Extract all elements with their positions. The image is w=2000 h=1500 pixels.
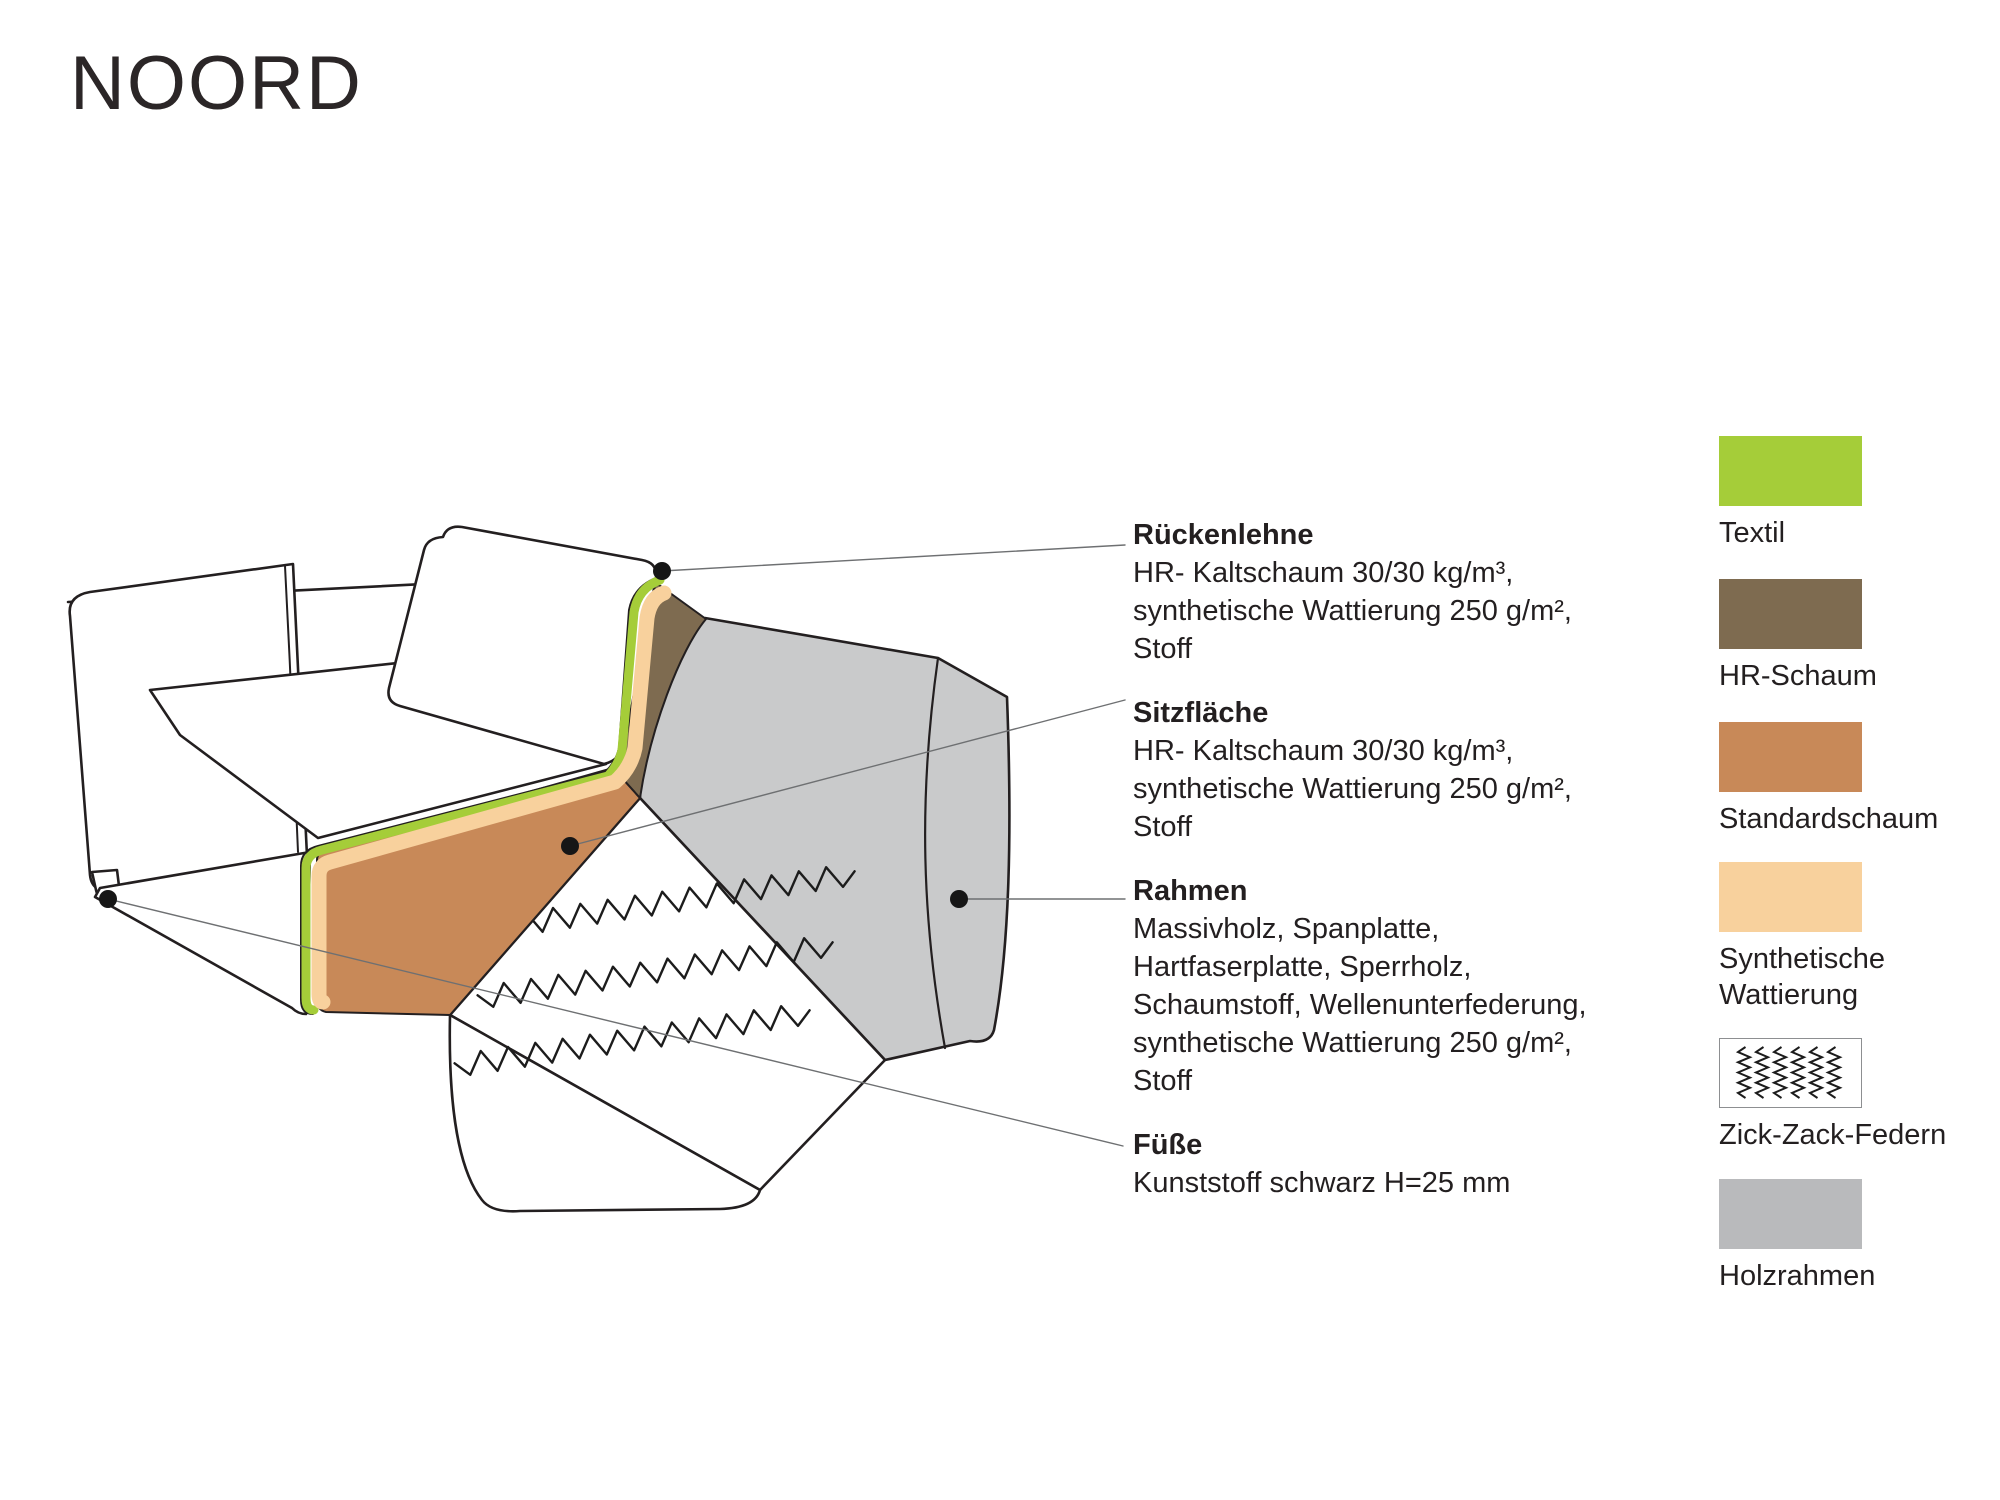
leader-lines (107, 544, 1126, 1147)
annotation-line: Hartfaserplatte, Sperrholz, (1133, 951, 1472, 983)
legend-label: Textil (1719, 517, 1786, 549)
dot-rahmen (950, 890, 968, 908)
annotation-fuesse: Füße Kunststoff schwarz H=25 mm (1133, 1126, 1613, 1202)
annotation-heading: Rückenlehne (1133, 519, 1314, 551)
legend-item-hr-schaum: HR-Schaum (1719, 579, 1979, 694)
annotation-heading: Füße (1133, 1129, 1203, 1161)
hr-schaum-swatch (1719, 579, 1862, 649)
annotation-column: Rückenlehne HR- Kaltschaum 30/30 kg/m³, … (1133, 516, 1613, 1228)
annotation-line: HR- Kaltschaum 30/30 kg/m³, (1133, 735, 1514, 767)
legend-label: Synthetische Wattierung (1719, 943, 1886, 1011)
legend-item-standardschaum: Standardschaum (1719, 722, 1979, 837)
legend-label: Zick-Zack-Federn (1719, 1119, 1947, 1151)
textile-layer (301, 575, 665, 1015)
standardschaum-swatch (1719, 722, 1862, 792)
callout-dots (99, 562, 968, 908)
seat-front-face (93, 850, 312, 1016)
legend-item-zick-zack-federn: Zick-Zack-Federn (1719, 1038, 1979, 1153)
annotation-heading: Rahmen (1133, 875, 1248, 907)
legend-label: Holzrahmen (1719, 1260, 1876, 1292)
annotation-line: HR- Kaltschaum 30/30 kg/m³, (1133, 557, 1514, 589)
annotation-line: Schaumstoff, Wellenunterfederung, (1133, 989, 1587, 1021)
zigzag-springs (453, 866, 856, 1076)
annotation-line: synthetische Wattierung 250 g/m², (1133, 1027, 1572, 1059)
zigzag-swatch (1719, 1038, 1862, 1108)
annotation-line: Stoff (1133, 811, 1193, 843)
legend-item-textil: Textil (1719, 436, 1979, 551)
sofa-cutaway-illustration (66, 525, 1126, 1213)
legend-label: HR-Schaum (1719, 660, 1877, 692)
page-title: NOORD (70, 41, 363, 126)
annotation-line: synthetische Wattierung 250 g/m², (1133, 595, 1572, 627)
annotation-line: Stoff (1133, 633, 1193, 665)
dot-rueckenlehne (653, 562, 671, 580)
textil-swatch (1719, 436, 1862, 506)
annotation-line: Massivholz, Spanplatte, (1133, 913, 1440, 945)
legend-item-wattierung: Synthetische Wattierung (1719, 862, 1979, 1013)
cut-edge-outline (300, 575, 663, 1015)
annotation-heading: Sitzfläche (1133, 697, 1269, 729)
annotation-sitzflaeche: Sitzfläche HR- Kaltschaum 30/30 kg/m³, s… (1133, 694, 1613, 846)
zigzag-pattern (1735, 1046, 1843, 1099)
annotation-line: Stoff (1133, 1065, 1193, 1097)
leader-rueckenlehne (661, 544, 1126, 572)
dot-sitzflaeche (561, 837, 579, 855)
annotation-line: synthetische Wattierung 250 g/m², (1133, 773, 1572, 805)
dot-fuesse (99, 890, 117, 908)
leader-sitzflaeche (569, 699, 1126, 847)
legend-item-holzrahmen: Holzrahmen (1719, 1179, 1979, 1294)
wadding-layer (311, 585, 672, 1010)
leader-fuesse (107, 898, 1124, 1147)
annotation-rahmen: Rahmen Massivholz, Spanplatte, Hartfaser… (1133, 872, 1613, 1100)
legend-label: Standardschaum (1719, 803, 1939, 835)
annotation-rueckenlehne: Rückenlehne HR- Kaltschaum 30/30 kg/m³, … (1133, 516, 1613, 668)
holzrahmen-swatch (1719, 1179, 1862, 1249)
wattierung-swatch (1719, 862, 1862, 932)
annotation-line: Kunststoff schwarz H=25 mm (1133, 1167, 1511, 1199)
wood-frame-fold-line (924, 656, 947, 1050)
